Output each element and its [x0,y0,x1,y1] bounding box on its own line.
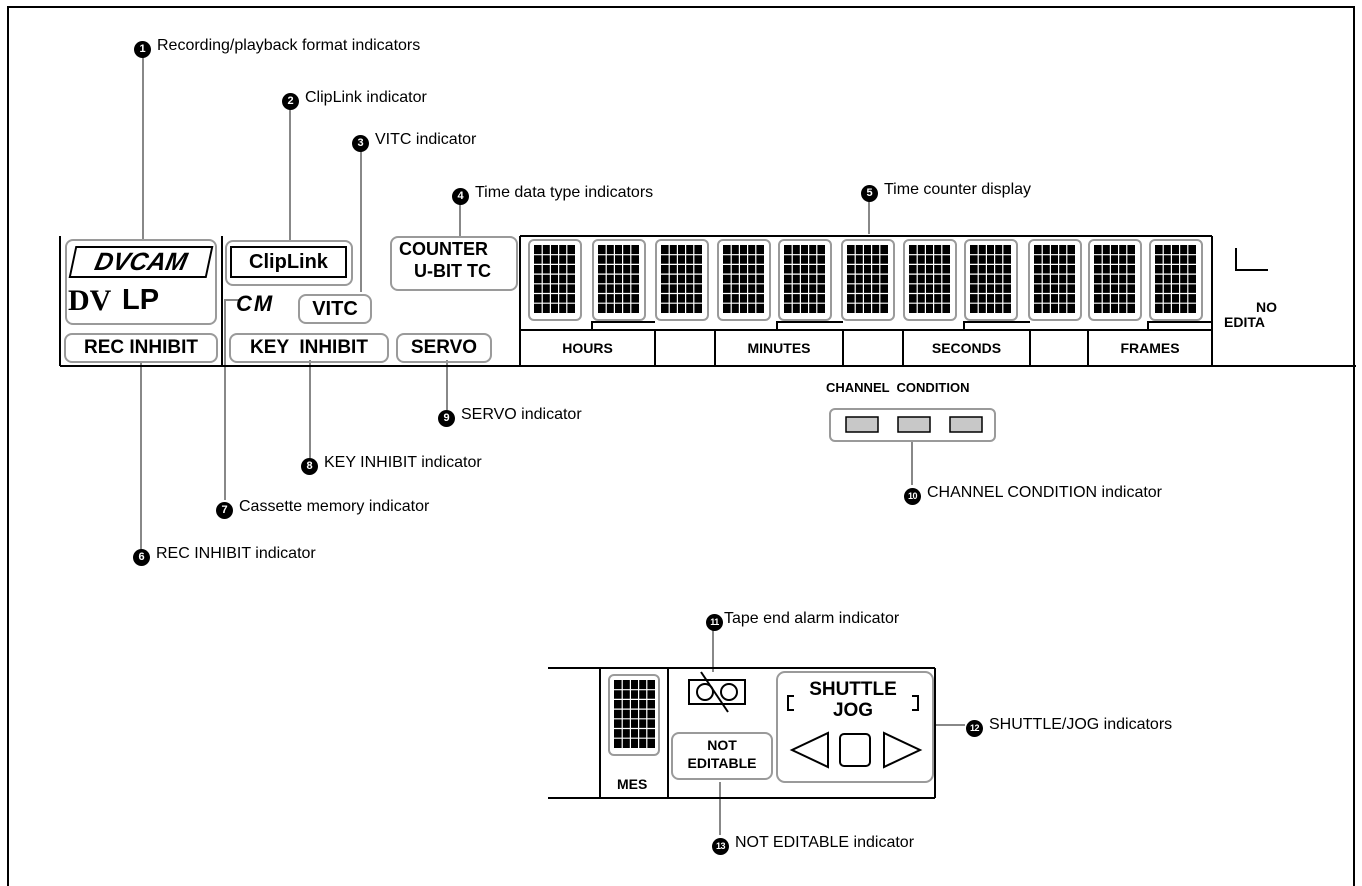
time-digit-9 [1028,239,1082,321]
time-digit-11 [1149,239,1203,321]
rec-inhibit-indicator: REC INHIBIT [64,333,218,363]
jog-indicator: JOG [832,700,874,721]
time-digit-2 [592,239,646,321]
lp-indicator: LP [122,284,160,316]
cassette-memory-indicator: CM [236,291,275,316]
cliplink-indicator: ClipLink [230,246,347,278]
time-digit-7 [903,239,957,321]
time-digit-6 [841,239,895,321]
channel-condition-label: CHANNEL CONDITION [826,380,970,395]
time-digit-3 [655,239,709,321]
not-editable-partial-no: NO [1256,299,1277,315]
figure-frame [7,6,1355,886]
time-digit-8 [964,239,1018,321]
dv-logo: DV [68,284,112,317]
seconds-label: SECONDS [931,340,1002,356]
time-digit-5 [778,239,832,321]
message-digit [608,674,660,756]
not-editable-partial-edita: EDITA [1224,314,1265,330]
shuttle-indicator: SHUTTLE [809,679,897,700]
servo-indicator: SERVO [396,333,492,363]
key-inhibit-indicator: KEY INHIBIT [229,333,389,363]
hours-label: HOURS [562,340,613,356]
minutes-label: MINUTES [747,340,811,356]
time-data-type-indicator [390,236,518,291]
counter-indicator: COUNTER [399,239,488,259]
vitc-indicator: VITC [298,294,372,324]
not-editable-text-2: EDITABLE [687,755,757,771]
cliplink-indicator-frame [225,240,353,286]
time-digit-1 [528,239,582,321]
not-editable-text-1: NOT [707,737,737,753]
format-indicator-group [65,239,217,325]
dvcam-indicator: DVCAM [68,246,214,278]
ubit-tc-indicator: U-BIT TC [414,261,491,281]
time-digit-4 [717,239,771,321]
mes-label: MES [617,776,648,792]
time-digit-10 [1088,239,1142,321]
frames-label: FRAMES [1120,340,1180,356]
